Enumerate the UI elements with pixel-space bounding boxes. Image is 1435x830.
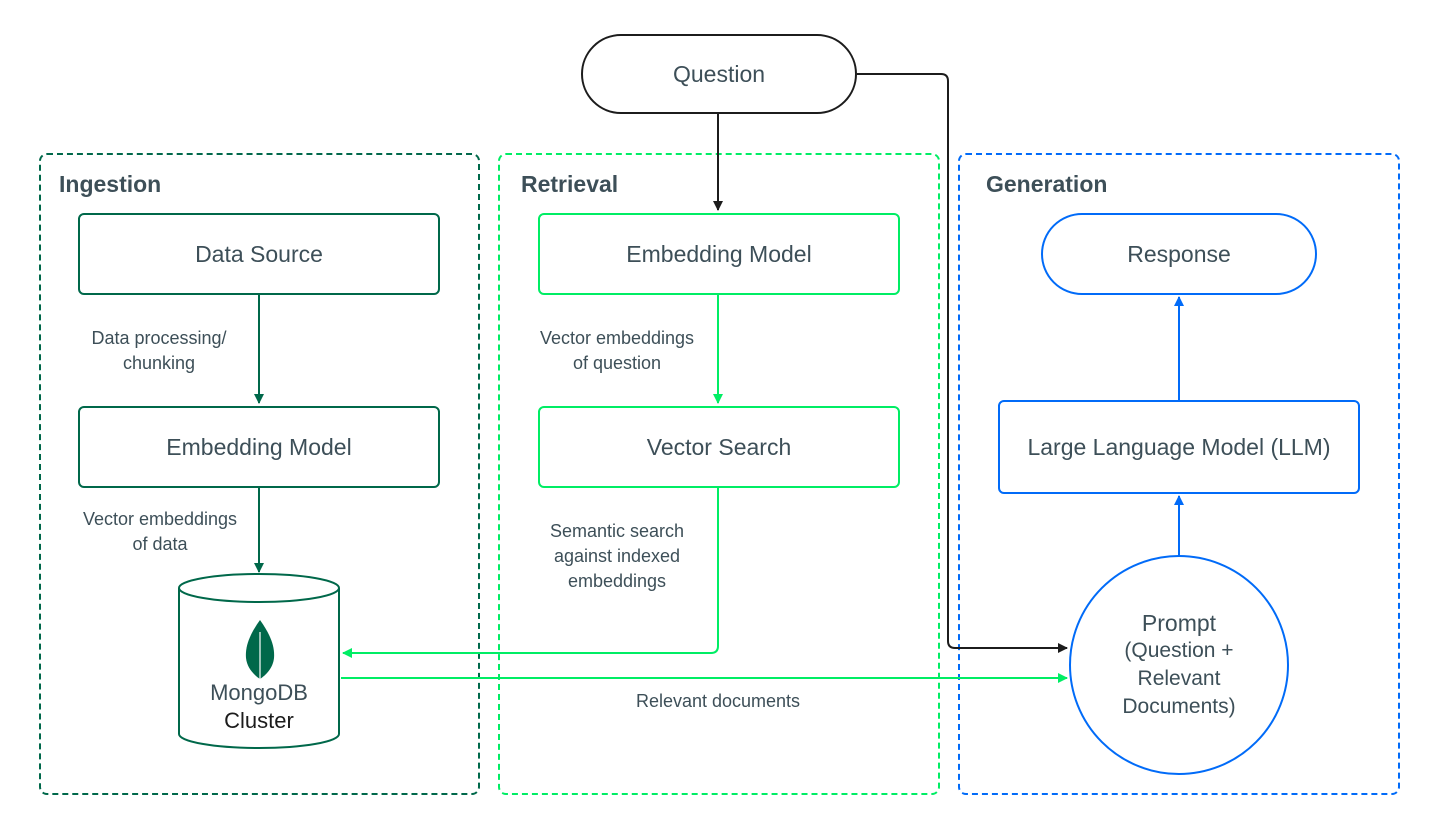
retrieval-embedding-model-box: Embedding Model bbox=[538, 213, 900, 295]
mongodb-name: MongoDB bbox=[210, 680, 308, 705]
retrieval-embedding-model-label: Embedding Model bbox=[626, 240, 812, 267]
mongodb-subtitle: Cluster bbox=[224, 708, 294, 733]
ingestion-panel bbox=[39, 153, 480, 795]
prompt-title: Prompt bbox=[1141, 610, 1217, 636]
ingestion-embedding-model-box: Embedding Model bbox=[78, 406, 440, 488]
relevant-documents-label: Relevant documents bbox=[635, 691, 801, 711]
vector-search-box: Vector Search bbox=[538, 406, 900, 488]
generation-title: Generation bbox=[986, 171, 1108, 197]
caption-semantic-search: Semantic search against indexed embeddin… bbox=[549, 521, 685, 591]
caption-data-processing: Data processing/ chunking bbox=[91, 328, 227, 373]
data-source-label: Data Source bbox=[195, 240, 323, 267]
llm-label: Large Language Model (LLM) bbox=[1027, 433, 1331, 460]
arrow-vector-search-to-db bbox=[342, 487, 719, 658]
mongodb-leaf-icon bbox=[245, 620, 275, 683]
llm-box: Large Language Model (LLM) bbox=[998, 400, 1360, 494]
vector-search-label: Vector Search bbox=[646, 433, 792, 460]
caption-vector-embeddings-data: Vector embeddings of data bbox=[82, 509, 238, 554]
response-node: Response bbox=[1041, 213, 1317, 295]
arrow-question-to-prompt bbox=[857, 73, 1068, 653]
data-source-box: Data Source bbox=[78, 213, 440, 295]
generation-panel bbox=[958, 153, 1400, 795]
retrieval-title: Retrieval bbox=[521, 171, 619, 197]
prompt-circle bbox=[1069, 555, 1289, 775]
ingestion-embedding-model-label: Embedding Model bbox=[166, 433, 352, 460]
response-label: Response bbox=[1127, 240, 1231, 267]
mongodb-cluster-label: MongoDB Cluster bbox=[179, 679, 339, 735]
caption-vector-embeddings-question: Vector embeddings of question bbox=[539, 328, 695, 373]
prompt-node: Prompt (Question + Relevant Documents) bbox=[1071, 609, 1287, 721]
question-node: Question bbox=[581, 34, 857, 114]
question-label: Question bbox=[672, 60, 766, 87]
ingestion-title: Ingestion bbox=[59, 171, 162, 197]
